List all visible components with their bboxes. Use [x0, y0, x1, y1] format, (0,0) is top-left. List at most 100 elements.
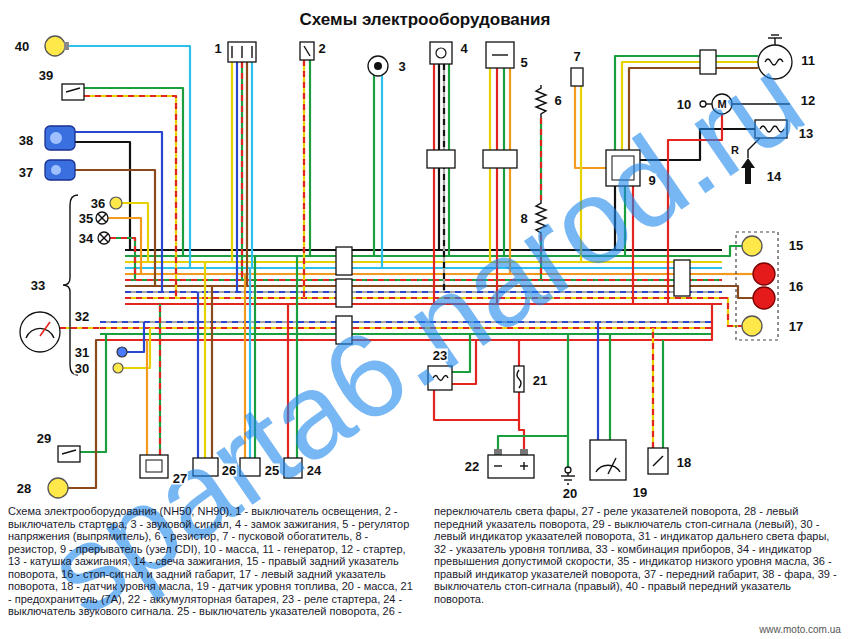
diagram-caption: Схема электрооборудования (NH50, NH90). …: [8, 505, 842, 618]
callout-number: 10: [676, 98, 692, 111]
callout-number: 11: [800, 54, 816, 67]
callout-number: 40: [14, 40, 30, 53]
callout-number: 5: [519, 56, 528, 69]
switch-symbol-part: [653, 456, 663, 466]
switch-symbol-part: [430, 42, 452, 64]
harness-connector-part: [427, 150, 455, 168]
wire-part: [722, 298, 742, 326]
wire-part: [84, 88, 183, 256]
wire-part: [567, 334, 569, 467]
switch-symbol-part: [231, 46, 232, 58]
instrument-cluster: [20, 195, 127, 375]
tail-lamp: [736, 232, 778, 340]
wire-part: [159, 304, 161, 455]
switch-symbol-part: [300, 42, 314, 60]
switch-symbol-part: [251, 46, 252, 58]
instrument-cluster-part: [110, 197, 122, 209]
diagram-title: Схемы электрооборудования: [300, 11, 551, 28]
horn-symbol-part: [374, 62, 382, 70]
turn-signal-lamp-part: [64, 42, 69, 50]
headlamp-part: [45, 160, 75, 180]
wire-part: [519, 392, 524, 449]
instrument-cluster-part: [40, 322, 50, 336]
headlamp: [45, 126, 75, 180]
callout-number: 8: [519, 212, 528, 225]
site-credit: www.moto.com.ua: [759, 625, 841, 635]
headlamp-part: [50, 132, 62, 144]
generator-symbol-part: [771, 34, 779, 35]
fuse-symbol-part: [514, 366, 524, 392]
battery-symbol-part: [494, 465, 502, 466]
instrument-cluster-part: [117, 347, 127, 357]
wire-part: [65, 46, 190, 268]
wire-part: [127, 322, 144, 352]
turn-signal-lamp-part: [742, 316, 762, 336]
callout-number: 37: [18, 166, 34, 179]
callout-number: 31: [74, 346, 90, 359]
callout-number: 1: [213, 42, 222, 55]
symbol-letter: R: [730, 145, 740, 156]
tail-lamp-part: [736, 232, 778, 340]
callout-number: 24: [306, 464, 322, 477]
callout-number: 35: [78, 212, 94, 225]
fuse-symbol: [514, 366, 524, 392]
callout-number: 18: [676, 456, 692, 469]
callout-number: 14: [766, 170, 782, 183]
ground-symbol-part: [567, 483, 569, 484]
symbol-letter: M: [716, 99, 727, 110]
fuel-sensor-part: [608, 458, 616, 474]
resistor-symbol-part: [536, 85, 546, 118]
instrument-cluster-part: [98, 214, 106, 222]
wire-part: [241, 62, 243, 280]
switch-symbol-part: [241, 46, 242, 58]
switch-symbol-part: [62, 450, 76, 454]
ground-symbol: [561, 467, 575, 484]
wire-part: [68, 340, 100, 488]
wire-part: [498, 436, 568, 449]
wire-part: [518, 340, 520, 366]
callout-number: 36: [90, 197, 106, 210]
headlamp-part: [45, 126, 75, 150]
wire-part: [75, 142, 130, 250]
callout-number: 34: [78, 232, 94, 245]
battery-symbol-part: [488, 455, 534, 478]
wire-part: [303, 60, 305, 298]
wire-part: [241, 62, 243, 280]
fuse-symbol-part: [517, 370, 521, 388]
callout-number: 13: [798, 127, 814, 140]
callout-number: 2: [317, 42, 326, 55]
callout-number: 6: [553, 94, 562, 107]
wire-part: [722, 273, 753, 275]
instrument-cluster-part: [98, 232, 110, 244]
callout-number: 20: [562, 487, 578, 500]
wire-part: [110, 238, 135, 280]
regulator-symbol: [486, 42, 514, 68]
wire-part: [722, 286, 753, 298]
callout-number: 19: [632, 486, 648, 499]
wire-part: [381, 75, 383, 268]
wire-part: [373, 75, 375, 256]
wire-part: [231, 62, 233, 262]
instrument-cluster-part: [113, 363, 123, 373]
battery-symbol-part: [520, 449, 528, 455]
callout-number: 16: [788, 280, 804, 293]
callout-number: 15: [788, 239, 804, 252]
instrument-cluster-part: [100, 234, 108, 242]
wire-part: [60, 327, 100, 329]
instrument-cluster-part: [98, 214, 106, 222]
switch-symbol-part: [58, 446, 80, 462]
wire-part: [597, 322, 599, 440]
battery-symbol: [488, 449, 534, 478]
generator-symbol-part: [768, 37, 782, 38]
callout-number: 23: [432, 349, 448, 362]
callout-number: 39: [38, 69, 54, 82]
wire-part: [434, 390, 519, 420]
callout-number: 3: [397, 60, 406, 73]
turn-signal-lamp-part: [48, 478, 68, 498]
wire-part: [609, 334, 611, 440]
turn-signal-lamp-part: [742, 236, 762, 256]
fuel-sensor: [590, 440, 626, 480]
callout-number: 21: [532, 374, 548, 387]
callout-number: 33: [30, 279, 46, 292]
